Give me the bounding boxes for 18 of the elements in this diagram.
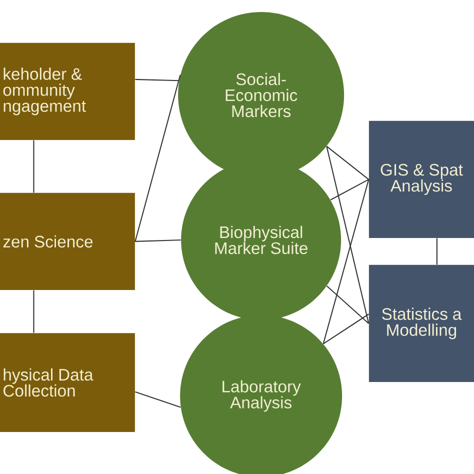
connector-line bbox=[33, 140, 34, 193]
connector-line bbox=[135, 78, 180, 82]
process-box: keholder & ommunity ngagement bbox=[0, 42, 135, 140]
connector-line bbox=[33, 290, 34, 333]
connector-line bbox=[135, 391, 181, 408]
connector-line bbox=[330, 179, 369, 200]
connector-line bbox=[326, 146, 369, 180]
process-box: zen Science bbox=[0, 192, 135, 290]
connector-line bbox=[436, 238, 438, 265]
connector-line bbox=[322, 179, 370, 344]
connector-line bbox=[326, 146, 370, 324]
connector-line bbox=[323, 314, 369, 344]
analysis-box: GIS & Spat Analysis bbox=[368, 120, 474, 238]
connector-line bbox=[134, 74, 181, 242]
analysis-box: Statistics a Modelling bbox=[368, 264, 474, 382]
process-box: hysical Data Collection bbox=[0, 333, 135, 432]
connector-line bbox=[135, 239, 181, 242]
connector-line bbox=[326, 286, 370, 324]
